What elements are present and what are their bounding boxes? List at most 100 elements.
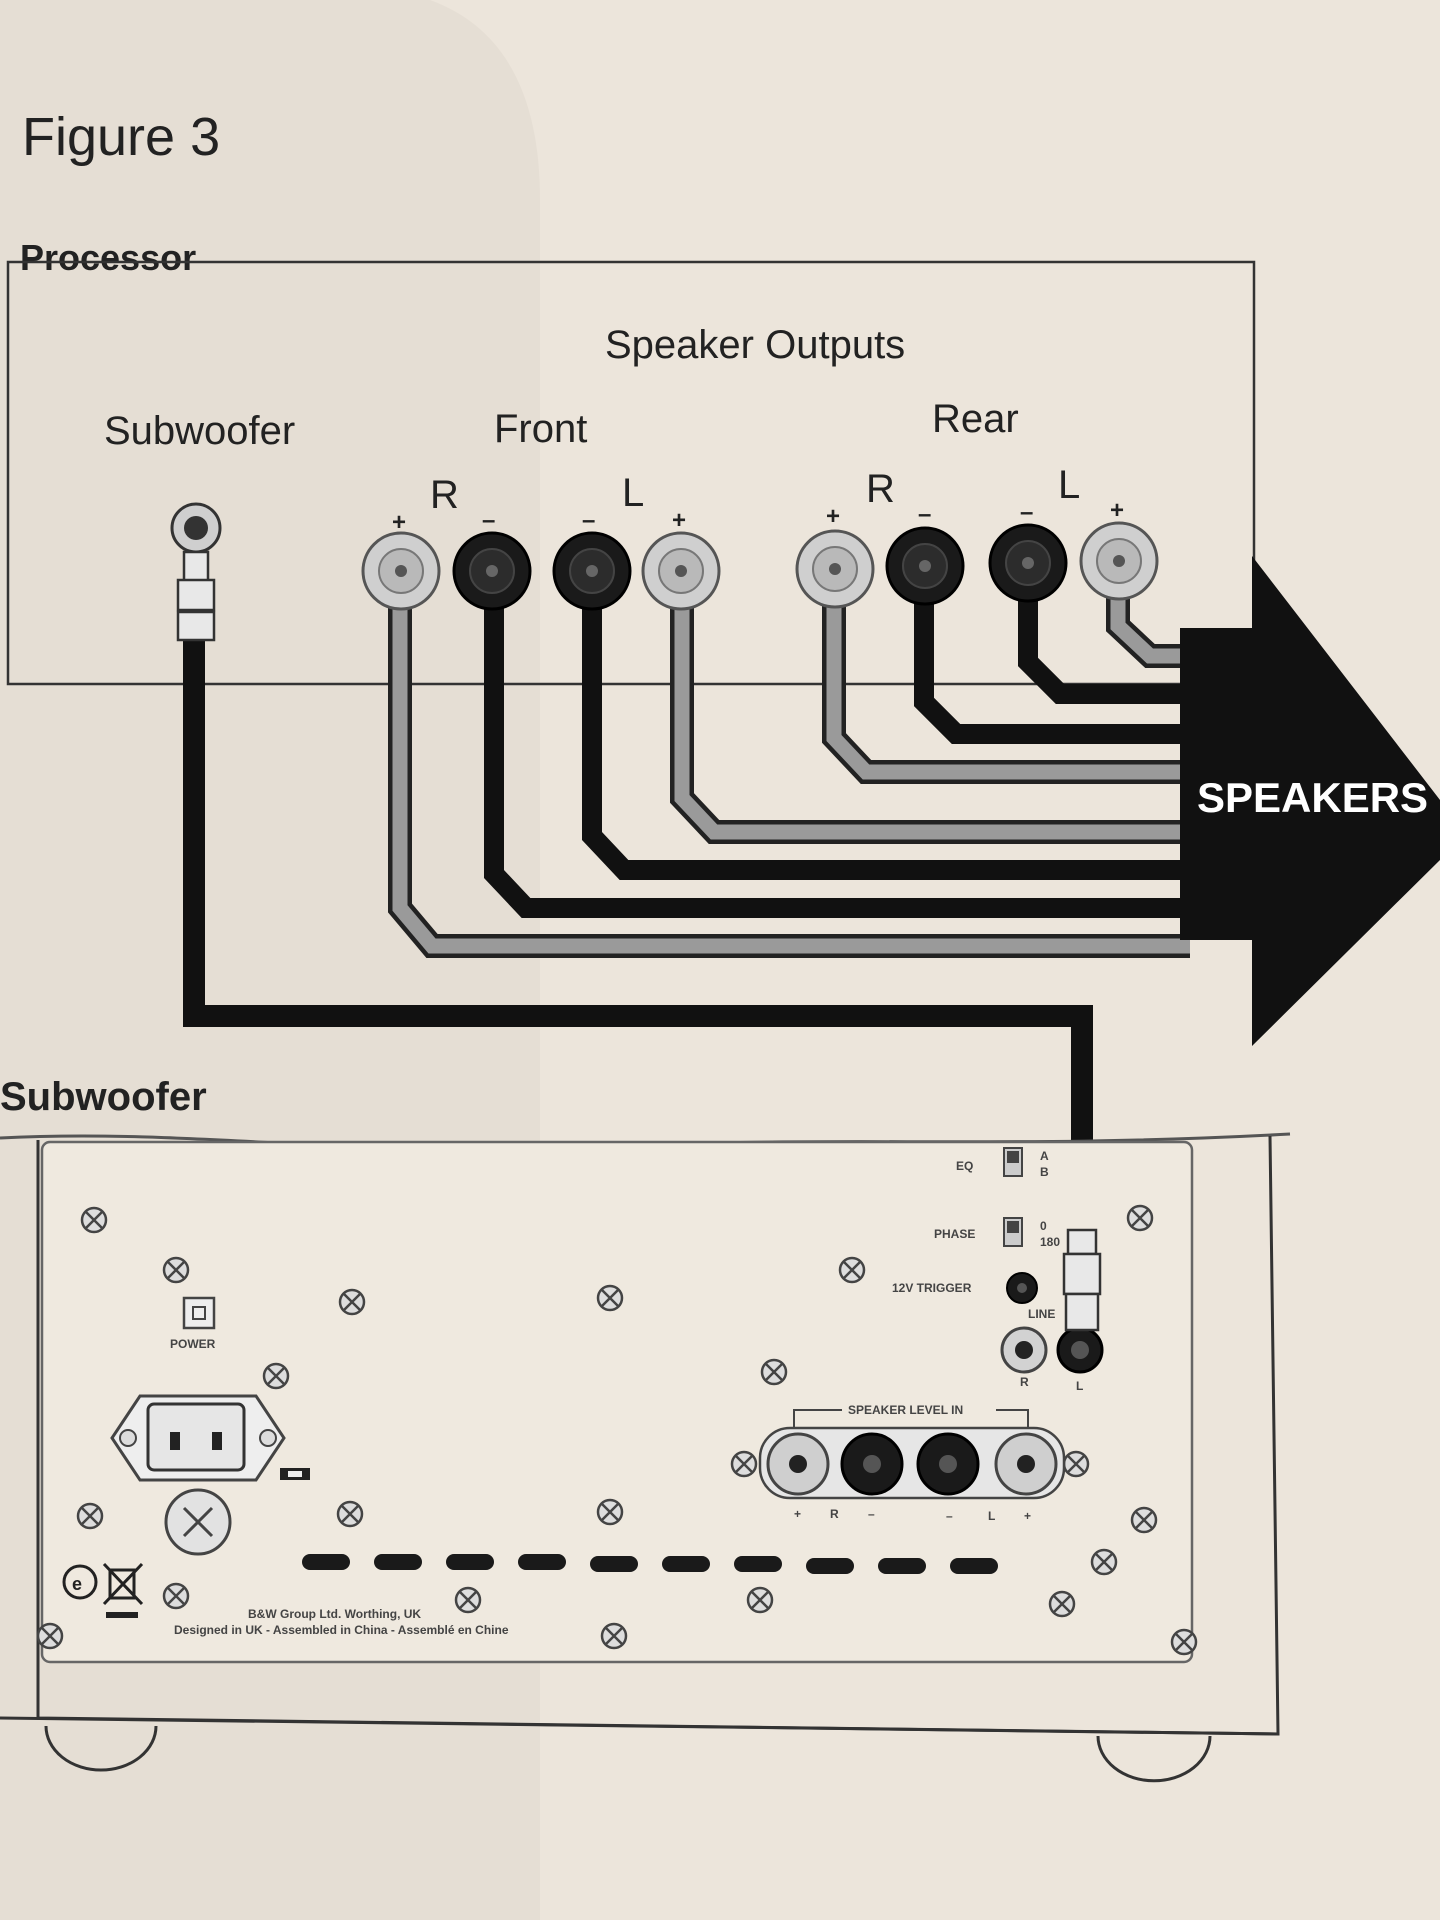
processor-subwoofer-label: Subwoofer — [104, 409, 295, 453]
sl-polarity-6: + — [1024, 1509, 1031, 1523]
eq-switch[interactable] — [1003, 1147, 1023, 1177]
screw-icon — [262, 1362, 290, 1390]
speaker-outputs-label: Speaker Outputs — [605, 323, 905, 367]
wire-rear-l-minus — [1018, 562, 1190, 704]
screw-icon — [838, 1256, 866, 1284]
sl-polarity-3: – — [868, 1507, 875, 1521]
line-input-r[interactable] — [1000, 1326, 1048, 1374]
foot-right — [1096, 1735, 1212, 1783]
sl-polarity-2: R — [830, 1507, 839, 1521]
screw-icon — [1048, 1590, 1076, 1618]
screw-icon — [596, 1498, 624, 1526]
speakers-arrow-label: SPEAKERS — [1197, 774, 1428, 821]
terminal-rear-l-minus — [988, 523, 1068, 603]
front-l-minus: – — [582, 507, 595, 534]
wire-front-r-minus — [484, 570, 1190, 918]
svg-text:e: e — [72, 1574, 82, 1594]
line-r-label: R — [1020, 1375, 1029, 1389]
sl-polarity-1: + — [794, 1507, 801, 1521]
line-label: LINE — [1028, 1307, 1055, 1321]
sl-terminal-l-minus[interactable] — [916, 1432, 980, 1496]
trigger-label: 12V TRIGGER — [892, 1281, 972, 1295]
phase-option-0: 0 — [1040, 1219, 1047, 1233]
eq-option-a: A — [1040, 1149, 1049, 1163]
screw-icon — [730, 1450, 758, 1478]
screw-icon — [454, 1586, 482, 1614]
screw-icon — [596, 1284, 624, 1312]
terminal-rear-r-minus — [885, 526, 965, 606]
sl-polarity-5: L — [988, 1509, 995, 1523]
power-switch[interactable] — [182, 1296, 216, 1330]
speaker-level-in-bracket — [793, 1409, 1029, 1428]
screw-icon — [36, 1622, 64, 1650]
speakers-arrow: SPEAKERS — [1180, 556, 1440, 1046]
screw-icon — [1170, 1628, 1198, 1656]
processor-box — [6, 260, 1256, 686]
speaker-level-in-plate — [758, 1426, 1066, 1500]
terminal-front-r-minus — [452, 531, 532, 611]
terminal-rear-r-plus — [795, 529, 875, 609]
screw-icon — [760, 1358, 788, 1386]
front-label: Front — [494, 407, 587, 451]
processor-sub-output — [170, 502, 222, 642]
grounding-post — [164, 1488, 232, 1556]
eq-label: EQ — [956, 1159, 973, 1173]
phase-label: PHASE — [934, 1227, 975, 1241]
terminal-rear-l-plus — [1079, 521, 1159, 601]
front-r-minus: – — [482, 507, 495, 534]
trigger-jack[interactable] — [1006, 1272, 1038, 1304]
terminal-front-l-plus — [641, 531, 721, 611]
sl-terminal-l-plus[interactable] — [994, 1432, 1058, 1496]
rear-r-plus: + — [826, 503, 840, 530]
front-r-plus: + — [392, 509, 406, 536]
terminal-front-r-plus — [361, 531, 441, 611]
ce-mark-icon: e — [62, 1564, 98, 1600]
rear-r-minus: – — [918, 501, 931, 528]
front-l-plus: + — [672, 507, 686, 534]
speaker-level-in-label: SPEAKER LEVEL IN — [848, 1403, 963, 1417]
rear-left-label: L — [1058, 463, 1080, 507]
speaker-wires — [388, 560, 1190, 958]
power-label: POWER — [170, 1337, 216, 1351]
screw-icon — [746, 1586, 774, 1614]
panel-screws — [36, 1204, 1198, 1656]
screw-icon — [162, 1582, 190, 1610]
rear-label: Rear — [932, 397, 1019, 441]
subwoofer-cable-plug — [1062, 1228, 1102, 1332]
rear-l-minus: – — [1020, 499, 1033, 526]
subwoofer-title: Subwoofer — [0, 1075, 207, 1119]
terminal-front-l-minus — [552, 531, 632, 611]
processor-title: Processor — [20, 237, 196, 278]
vent-slots — [302, 1554, 998, 1574]
fuse-icon — [280, 1468, 310, 1480]
sl-terminal-r-minus[interactable] — [840, 1432, 904, 1496]
line-l-label: L — [1076, 1379, 1083, 1393]
eq-option-b: B — [1040, 1165, 1049, 1179]
wire-rear-r-minus — [914, 566, 1190, 744]
foot-left — [44, 1725, 158, 1772]
line-input-l[interactable] — [1056, 1326, 1104, 1374]
screw-icon — [1090, 1548, 1118, 1576]
figure-title: Figure 3 — [22, 107, 220, 167]
screw-icon — [1062, 1450, 1090, 1478]
phase-switch[interactable] — [1003, 1217, 1023, 1247]
subwoofer-cable — [183, 640, 1093, 1236]
footer-line-1: B&W Group Ltd. Worthing, UK — [248, 1607, 421, 1621]
front-right-label: R — [430, 473, 459, 517]
rear-right-label: R — [866, 467, 895, 511]
weee-bin-icon — [102, 1562, 144, 1618]
screw-icon — [336, 1500, 364, 1528]
screw-icon — [338, 1288, 366, 1316]
screw-icon — [1126, 1204, 1154, 1232]
screw-icon — [600, 1622, 628, 1650]
screw-icon — [1130, 1506, 1158, 1534]
screw-icon — [162, 1256, 190, 1284]
sl-terminal-r-plus[interactable] — [766, 1432, 830, 1496]
speaker-level-in-terminals — [766, 1432, 1058, 1496]
front-left-label: L — [622, 471, 644, 515]
subwoofer-rear-panel — [40, 1140, 1194, 1664]
sl-polarity-4: – — [946, 1509, 953, 1523]
phase-option-180: 180 — [1040, 1235, 1060, 1249]
mains-inlet — [110, 1394, 286, 1482]
